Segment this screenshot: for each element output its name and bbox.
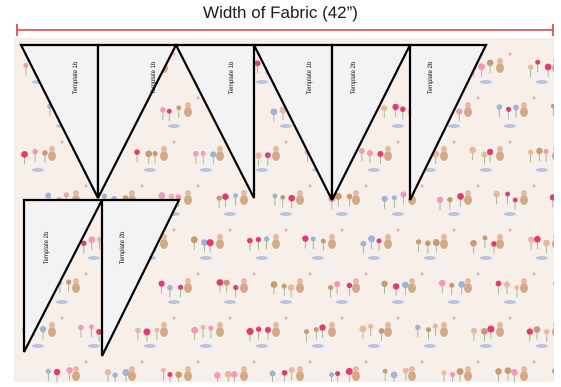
template-label: Template 1b	[151, 61, 157, 94]
template-label: Template 1b	[307, 61, 313, 94]
template-label: Template 2b	[120, 231, 126, 264]
fabric-panel: Template 1b Template 1b Template 1b Templat…	[14, 38, 554, 387]
template-label: Template 2b	[428, 61, 434, 94]
fabric-diagram: Template 1b Template 1b Template 1b Templat…	[14, 38, 554, 382]
template-label: Template 1b	[73, 61, 79, 94]
template-label: Template 1b	[229, 61, 235, 94]
width-measurement-line	[0, 0, 561, 38]
template-label: Template 2b	[44, 231, 50, 264]
template-label: Template 2b	[351, 61, 357, 94]
